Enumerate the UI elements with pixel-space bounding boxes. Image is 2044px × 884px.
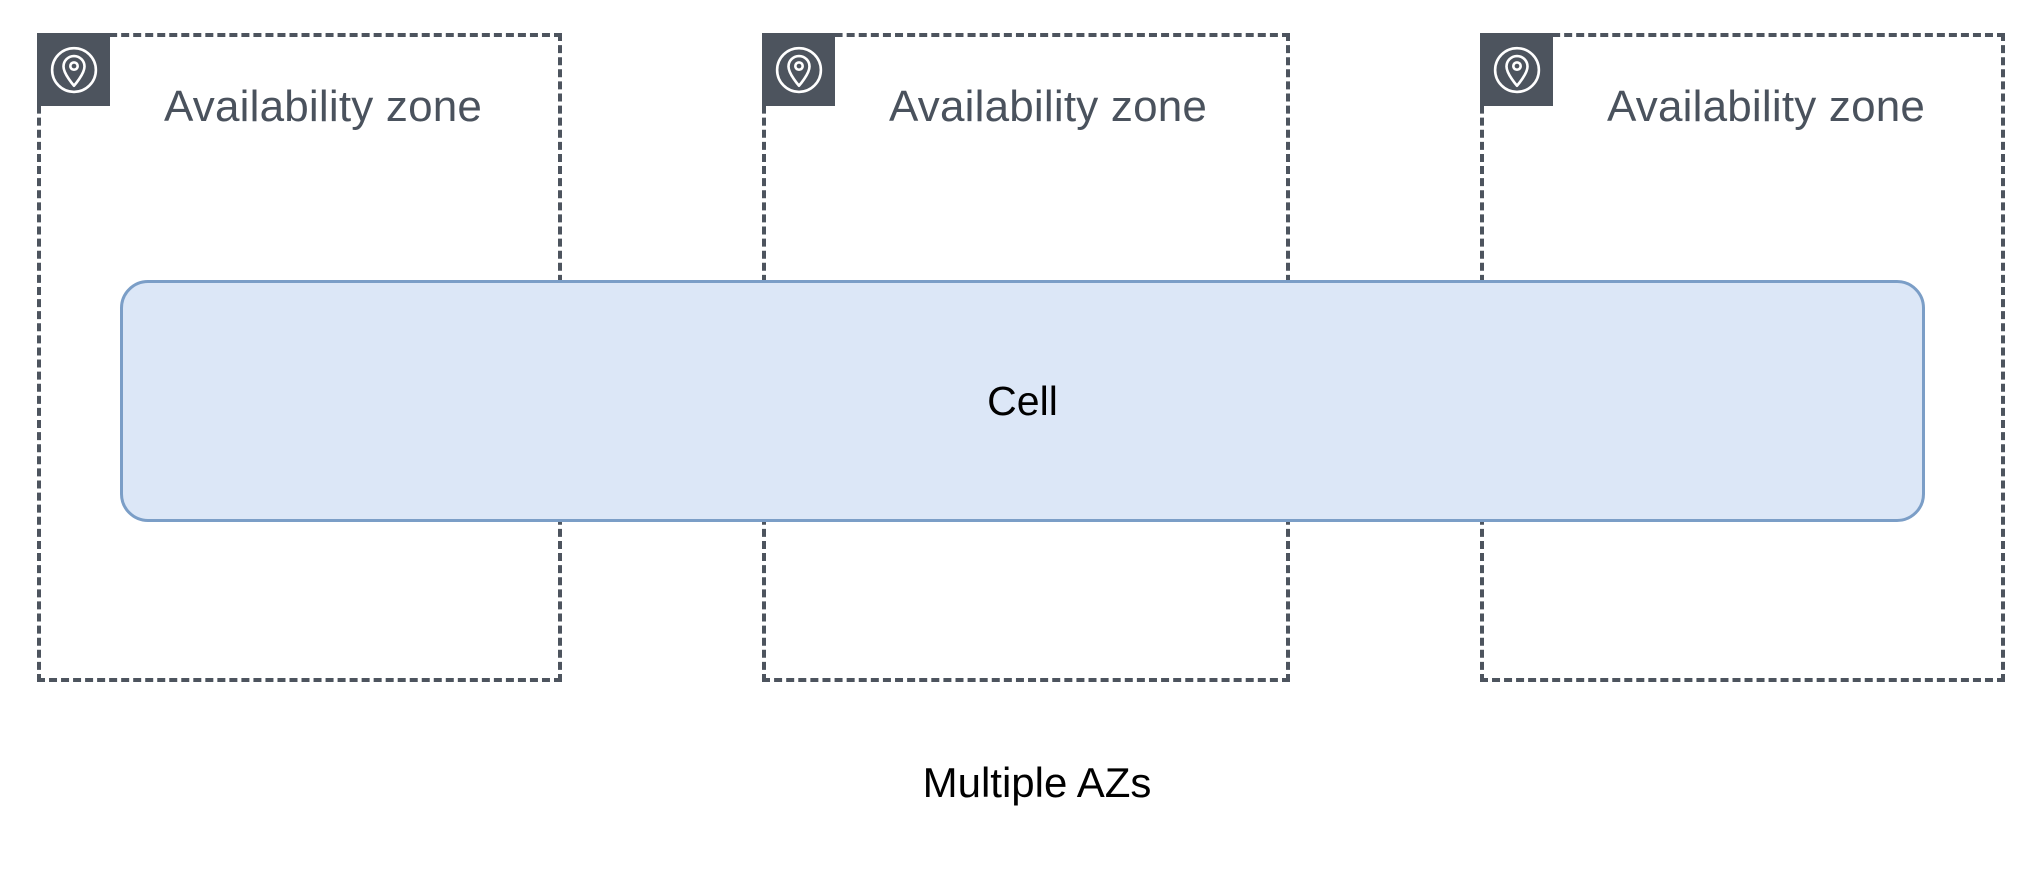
diagram-caption: Multiple AZs [922, 759, 1152, 806]
availability-zone-container-2: Availability zone [762, 33, 1290, 682]
cell-band: Cell [120, 280, 1925, 522]
availability-zone-label-3: Availability zone [1607, 82, 1926, 131]
cell-label: Cell [987, 378, 1058, 424]
availability-zone-pin-icon [37, 33, 110, 106]
availability-zone-pin-icon [1480, 33, 1553, 106]
availability-zone-label-1: Availability zone [164, 82, 483, 131]
availability-zone-pin-icon [762, 33, 835, 106]
availability-zone-label-2: Availability zone [889, 82, 1208, 131]
